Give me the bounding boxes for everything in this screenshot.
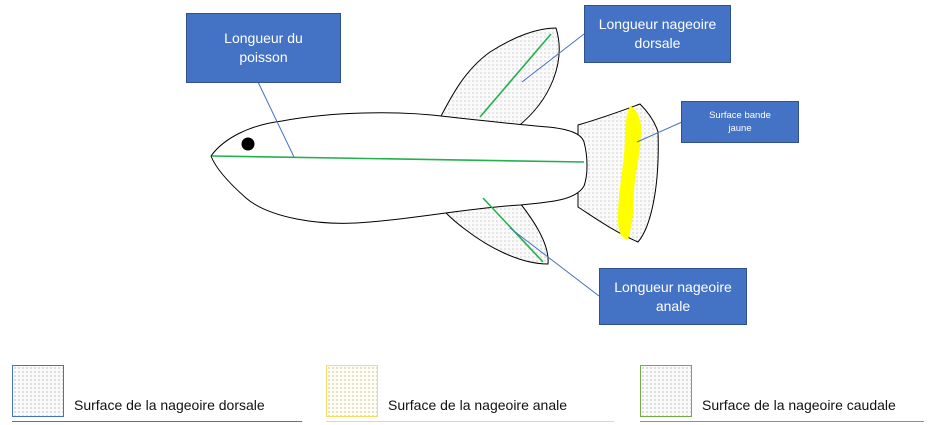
legend-item-dorsal: Surface de la nageoire dorsale	[12, 365, 302, 425]
anal-fin-length-callout: Longueur nageoire anale	[599, 268, 747, 325]
fish-length-label: Longueur du poisson	[209, 29, 319, 67]
fish-length-callout: Longueur du poisson	[186, 13, 341, 83]
legend-swatch-caudal	[640, 365, 692, 417]
yellow-band-area-callout: Surface bande jaune	[681, 101, 799, 143]
legend-label-anal: Surface de la nageoire anale	[388, 397, 567, 413]
legend-underline-anal	[326, 421, 614, 422]
legend-item-caudal: Surface de la nageoire caudale	[640, 365, 926, 425]
legend-swatch-anal	[326, 365, 378, 417]
fish-diagram	[0, 0, 928, 360]
legend-swatch-dorsal	[12, 365, 64, 417]
fish-eye	[242, 138, 255, 151]
fish-body	[211, 113, 587, 223]
yellow-band-area-label: Surface bande jaune	[698, 109, 783, 136]
dorsal-fin	[440, 28, 559, 128]
anal-fin-pointer	[510, 228, 599, 296]
legend-underline-caudal	[640, 421, 924, 422]
legend-underline-dorsal	[12, 421, 302, 422]
dorsal-fin-length-label: Longueur nageoire dorsale	[590, 15, 725, 53]
anal-fin-length-label: Longueur nageoire anale	[606, 278, 741, 316]
legend-label-dorsal: Surface de la nageoire dorsale	[74, 397, 265, 413]
dorsal-fin-length-callout: Longueur nageoire dorsale	[584, 5, 731, 63]
legend-item-anal: Surface de la nageoire anale	[326, 365, 616, 425]
legend-label-caudal: Surface de la nageoire caudale	[702, 397, 896, 413]
